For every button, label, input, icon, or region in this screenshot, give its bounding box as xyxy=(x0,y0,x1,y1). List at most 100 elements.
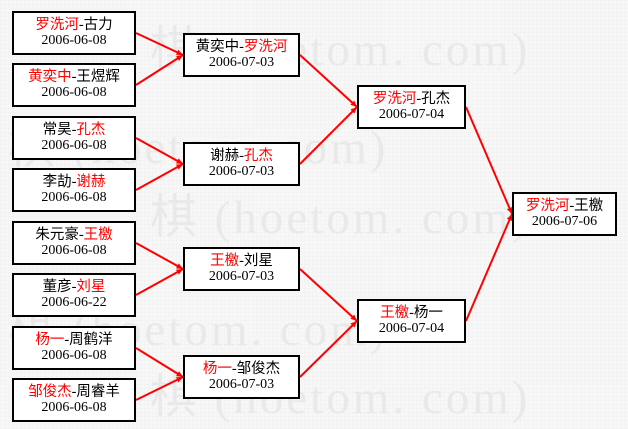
bracket-connector-arrow-icon xyxy=(176,164,183,170)
bracket-connector-line xyxy=(135,347,184,378)
match-players-sf1: 罗洗河-孔杰 xyxy=(373,90,451,108)
match-loser-name: 刘星 xyxy=(243,252,273,269)
bracket-connector-line xyxy=(465,213,513,322)
bracket-connector-arrow-icon xyxy=(350,100,357,107)
match-date-r2m1: 2006-07-03 xyxy=(208,55,275,71)
match-winner-name: 罗洗河 xyxy=(243,38,288,55)
player-separator: - xyxy=(409,304,414,321)
bracket-connector-line xyxy=(135,242,184,270)
match-loser-name: 周鹤洋 xyxy=(69,331,113,348)
match-players-r1m4: 李劼-谢赫 xyxy=(42,173,106,191)
match-players-r1m8: 邹俊杰-周睿羊 xyxy=(28,383,120,401)
bracket-connector-arrow-icon xyxy=(176,263,183,269)
player-separator: - xyxy=(64,331,70,348)
bracket-connector-line xyxy=(135,376,184,401)
match-date-sf2: 2006-07-04 xyxy=(378,321,445,337)
match-winner-name: 罗洗河 xyxy=(525,197,570,214)
match-winner-name: 邹俊杰 xyxy=(28,383,72,400)
match-date-r1m3: 2006-06-08 xyxy=(41,138,107,154)
bracket-connector-arrow-icon xyxy=(176,377,183,383)
match-loser-name: 杨一 xyxy=(413,304,443,321)
player-separator: - xyxy=(78,226,84,243)
match-players-r1m2: 黄奕中-王煜辉 xyxy=(28,68,120,86)
match-loser-name: 孔杰 xyxy=(421,90,451,107)
bracket-connector-arrow-icon xyxy=(176,158,183,164)
match-winner-name: 杨一 xyxy=(202,360,232,377)
match-date-r2m3: 2006-07-03 xyxy=(208,269,275,285)
match-players-r2m1: 黄奕中-罗洗河 xyxy=(195,38,288,56)
bracket-connector-line xyxy=(299,320,358,378)
match-loser-name: 谢赫 xyxy=(210,147,240,164)
bracket-connector-line xyxy=(465,106,513,215)
match-loser-name: 李劼 xyxy=(42,173,72,190)
match-loser-name: 王煜辉 xyxy=(76,68,120,85)
bracket-connector-arrow-icon xyxy=(176,49,183,55)
player-separator: - xyxy=(71,383,77,400)
match-loser-name: 邹俊杰 xyxy=(236,360,281,377)
player-separator: - xyxy=(71,121,77,138)
match-date-r1m2: 2006-06-08 xyxy=(41,85,107,101)
match-winner-name: 王檄 xyxy=(210,252,240,269)
player-separator: - xyxy=(239,147,244,164)
match-players-r2m4: 杨一-邹俊杰 xyxy=(202,360,281,378)
match-loser-name: 王檄 xyxy=(574,197,604,214)
match-winner-name: 王檄 xyxy=(83,226,113,243)
watermark-text: 棋 (hoetom. com) xyxy=(150,192,531,244)
bracket-connector-line xyxy=(135,137,184,165)
match-players-r1m6: 董彦-刘星 xyxy=(42,278,106,296)
player-separator: - xyxy=(231,360,237,377)
bracket-connector-line xyxy=(135,32,184,56)
match-date-r1m8: 2006-06-08 xyxy=(41,400,107,416)
match-date-r1m4: 2006-06-08 xyxy=(41,190,107,206)
match-winner-name: 王檄 xyxy=(380,304,410,321)
player-separator: - xyxy=(71,68,77,85)
match-players-sf2: 王檄-杨一 xyxy=(380,304,443,322)
player-separator: - xyxy=(71,278,77,295)
match-loser-name: 古力 xyxy=(83,16,113,33)
match-date-r1m7: 2006-06-08 xyxy=(41,348,107,364)
player-separator: - xyxy=(239,38,244,55)
player-separator: - xyxy=(569,197,575,214)
match-date-r1m5: 2006-06-08 xyxy=(41,243,107,259)
match-winner-name: 杨一 xyxy=(35,331,65,348)
match-loser-name: 董彦 xyxy=(42,278,72,295)
match-loser-name: 朱元豪 xyxy=(35,226,79,243)
match-winner-name: 孔杰 xyxy=(243,147,273,164)
bracket-connector-line xyxy=(299,106,358,165)
bracket-connector-arrow-icon xyxy=(176,55,183,61)
bracket-connector-line xyxy=(299,54,358,108)
match-players-f1: 罗洗河-王檄 xyxy=(525,197,604,215)
match-winner-name: 谢赫 xyxy=(76,173,106,190)
match-players-r1m7: 杨一-周鹤洋 xyxy=(35,331,113,349)
match-players-r2m3: 王檄-刘星 xyxy=(210,252,273,270)
match-winner-name: 黄奕中 xyxy=(28,68,72,85)
match-players-r2m2: 谢赫-孔杰 xyxy=(210,147,273,165)
match-winner-name: 罗洗河 xyxy=(35,16,79,33)
player-separator: - xyxy=(416,90,422,107)
bracket-connector-arrow-icon xyxy=(176,269,183,275)
match-loser-name: 黄奕中 xyxy=(195,38,240,55)
match-winner-name: 刘星 xyxy=(76,278,106,295)
match-date-r2m2: 2006-07-03 xyxy=(208,164,275,180)
match-loser-name: 常昊 xyxy=(42,121,72,138)
bracket-connector-line xyxy=(135,163,184,191)
match-players-r1m1: 罗洗河-古力 xyxy=(35,16,113,34)
match-winner-name: 孔杰 xyxy=(76,121,106,138)
match-date-sf1: 2006-07-04 xyxy=(378,107,445,123)
